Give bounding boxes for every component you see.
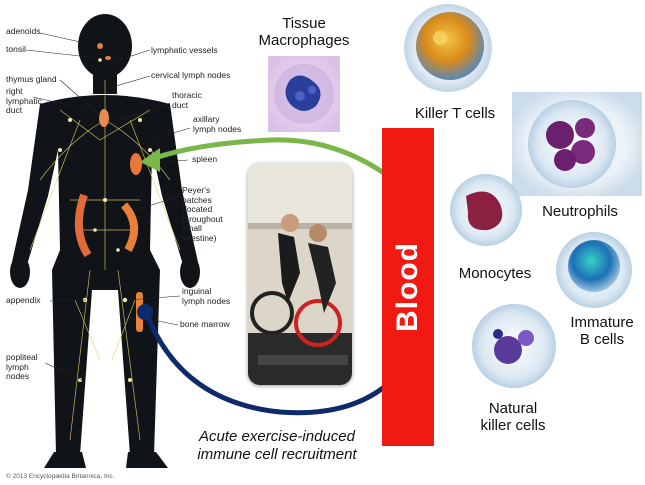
- label-appendix: appendix: [6, 295, 41, 305]
- caption-exercise-recruitment: Acute exercise-induced immune cell recru…: [197, 428, 357, 463]
- human-body-figure: [10, 14, 200, 468]
- label-right-lymphatic-duct: right lymphatic duct: [6, 86, 42, 115]
- label-lymphatic-vessels: lymphatic vessels: [151, 45, 218, 55]
- exercise-photo: [248, 163, 352, 385]
- label-bone-marrow: bone marrow: [180, 319, 230, 329]
- lymph-nodes: [58, 58, 152, 382]
- nk-cell-image: [472, 304, 556, 388]
- immature-b-cell-image: [556, 232, 632, 308]
- label-killer-t-cells: Killer T cells: [414, 105, 496, 122]
- label-peyers-patches: Peyer's patches (located throughout smal…: [182, 185, 223, 243]
- exercise-photo-drawing: [248, 163, 352, 385]
- neutrophil-image: [512, 92, 642, 196]
- label-popliteal-lymph-nodes: popliteal lymph nodes: [6, 352, 38, 381]
- navy-arrow: [143, 311, 402, 416]
- navy-arrow-origin-dot: [137, 304, 153, 320]
- label-tissue-macrophages: Tissue Macrophages: [258, 15, 350, 49]
- blood-bar: [382, 128, 434, 446]
- label-axillary-lymph-nodes: axillary lymph nodes: [193, 114, 242, 134]
- green-arrow: [154, 137, 398, 184]
- blood-label: Blood: [391, 242, 425, 332]
- label-adenoids: adenoids: [6, 26, 41, 36]
- label-spleen: spleen: [192, 154, 218, 164]
- label-leader-lines: [25, 32, 191, 381]
- blood-label-wrap: Blood: [382, 128, 434, 446]
- label-tonsil: tonsil: [6, 44, 26, 54]
- label-thoracic-duct: thoracic duct: [172, 90, 202, 110]
- label-cervical-lymph-nodes: cervical lymph nodes: [151, 70, 231, 80]
- label-thymus-gland: thymus gland: [6, 74, 57, 84]
- label-neutrophils: Neutrophils: [542, 203, 618, 220]
- monocyte-image: [450, 174, 522, 246]
- copyright-text: © 2013 Encyclopædia Britannica, Inc.: [6, 473, 115, 480]
- label-monocytes: Monocytes: [458, 265, 532, 282]
- killer-t-cell-image: [404, 4, 492, 92]
- label-inguinal-lymph-nodes: inguinal lymph nodes: [182, 286, 231, 306]
- label-immature-b-cells: Immature B cells: [570, 314, 634, 348]
- label-natural-killer-cells: Natural killer cells: [480, 400, 546, 434]
- green-arrowhead: [140, 148, 160, 172]
- macrophage-image: [268, 56, 340, 132]
